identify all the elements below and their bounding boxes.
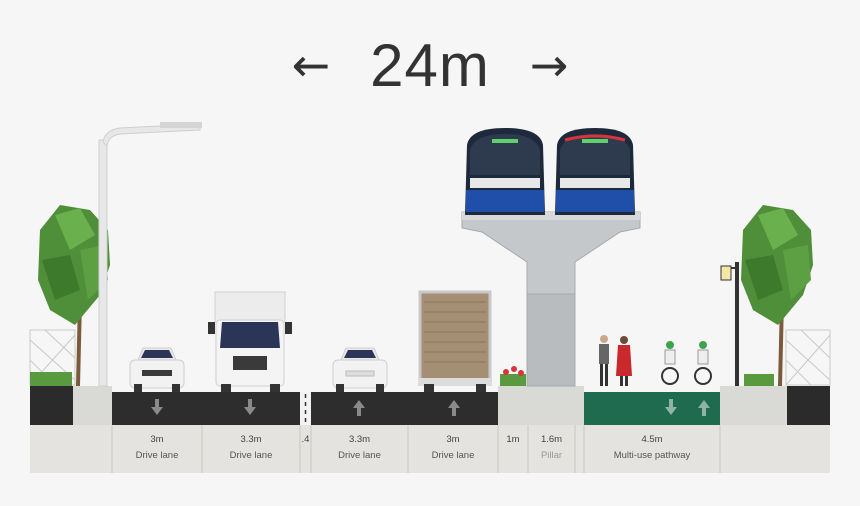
right-arrow-icon: → — [529, 38, 569, 92]
cyclists — [661, 341, 712, 385]
cargo-truck — [418, 290, 492, 392]
street-lamp — [98, 122, 202, 387]
lane-arrow-icons — [151, 399, 710, 416]
road-right — [311, 392, 498, 425]
car-right — [332, 347, 388, 392]
median-barrier — [300, 392, 311, 425]
multi-use-pathway — [584, 392, 720, 425]
total-width-label: 24m — [370, 31, 490, 99]
right-fence — [785, 329, 831, 386]
right-planter — [787, 386, 830, 425]
left-planter — [30, 386, 73, 425]
segment-label-3: .4 — [301, 434, 310, 445]
segment-label-6: 1m — [506, 434, 520, 445]
right-grass — [744, 374, 774, 386]
right-tree — [741, 205, 813, 386]
flower-bed — [500, 366, 526, 386]
guideway-pillar — [461, 211, 641, 387]
car-left — [129, 347, 185, 392]
pedestrian-lamp — [720, 262, 739, 386]
label-band — [30, 425, 830, 473]
left-grass — [30, 372, 72, 386]
left-tree — [38, 205, 110, 386]
box-truck — [208, 291, 292, 392]
skytrain-left — [465, 128, 545, 215]
median-strip — [498, 386, 584, 425]
skytrain-right — [555, 128, 635, 215]
total-width-header: ← 24m → — [0, 30, 860, 100]
road-left — [112, 392, 300, 425]
left-arrow-icon: ← — [291, 38, 331, 92]
pedestrians — [599, 335, 632, 386]
